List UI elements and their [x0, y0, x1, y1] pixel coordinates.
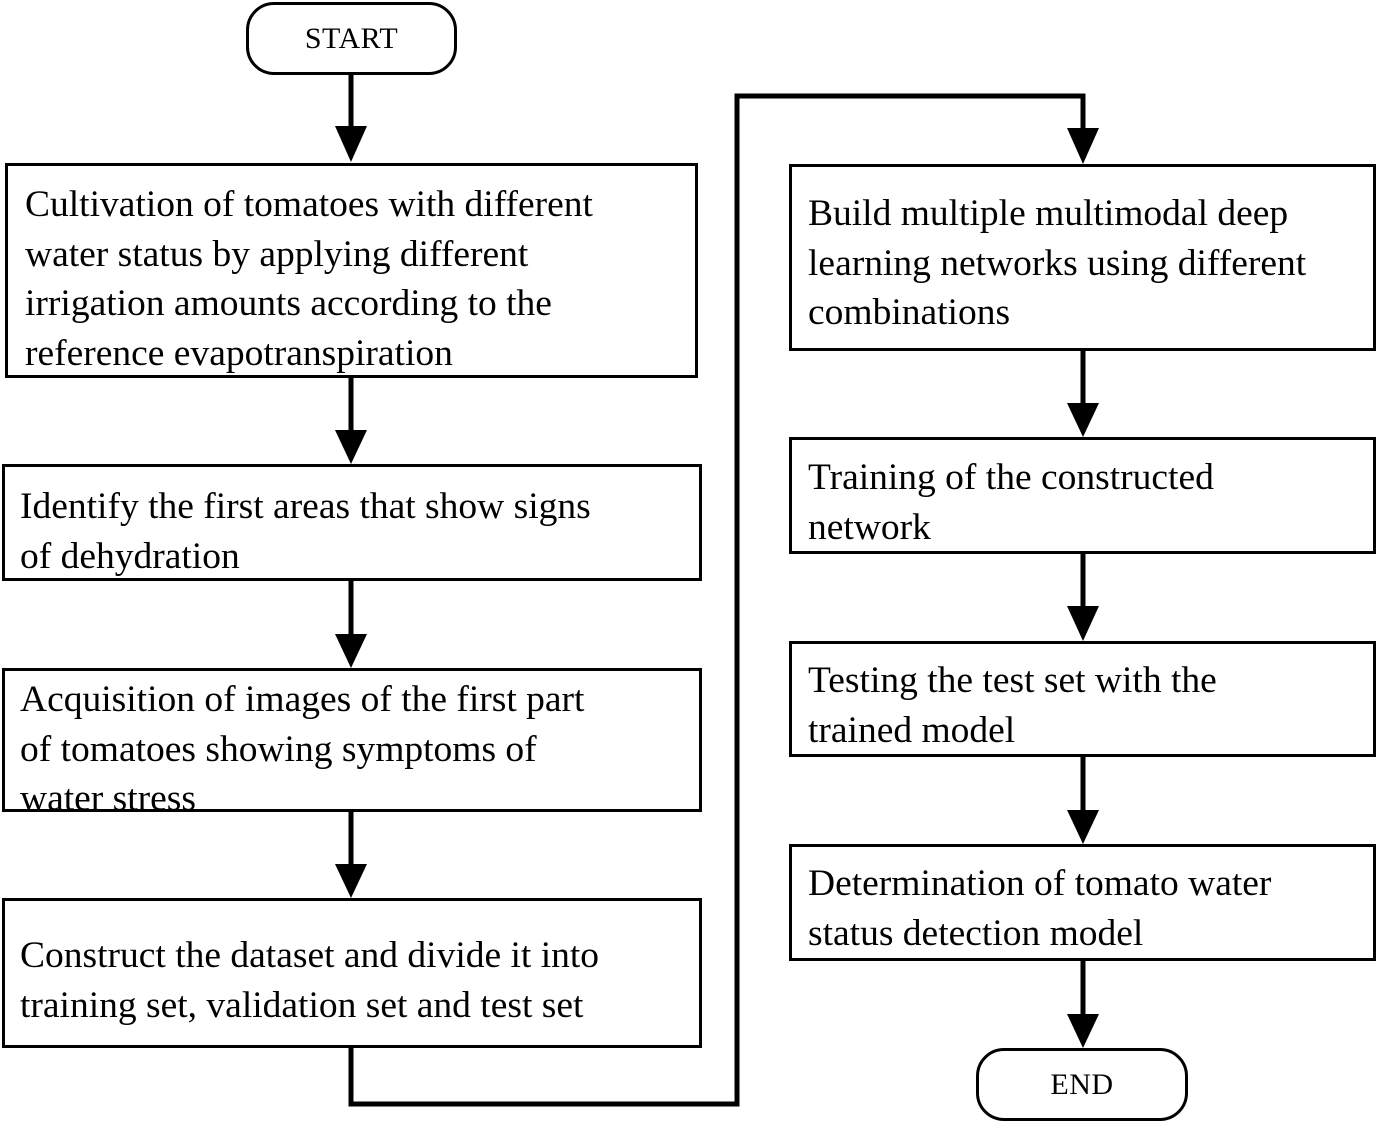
process-step-image-acquisition: Acquisition of images of the first part …	[2, 668, 702, 819]
arrowhead-start-to-step-1	[335, 126, 367, 162]
process-step-build-networks: Build multiple multimodal deep learning …	[789, 164, 1376, 351]
arrowhead-step-4-to-step-5	[1067, 128, 1099, 164]
arrowhead-step-1-to-step-2	[335, 430, 367, 464]
arrowhead-step-6-to-step-7	[1067, 606, 1099, 641]
process-step-determination: Determination of tomato water status det…	[789, 844, 1376, 961]
process-step-identify-dehydration: Identify the first areas that show signs…	[2, 464, 702, 581]
arrowhead-step-7-to-step-8	[1067, 810, 1099, 844]
process-step-training: Training of the constructed network	[789, 437, 1376, 554]
arrowhead-step-2-to-step-3	[335, 634, 367, 668]
arrowhead-step-5-to-step-6	[1067, 403, 1099, 437]
connector-line-step-4-to-step-5	[348, 93, 1086, 1107]
arrowhead-step-8-to-end	[1067, 1014, 1099, 1048]
end-terminal: END	[976, 1048, 1188, 1121]
process-step-dataset-construction: Construct the dataset and divide it into…	[2, 898, 702, 1048]
arrowhead-step-3-to-step-4	[335, 864, 367, 898]
process-step-testing: Testing the test set with the trained mo…	[789, 641, 1376, 757]
process-step-cultivation: Cultivation of tomatoes with different w…	[5, 163, 698, 378]
start-terminal: START	[246, 2, 457, 75]
